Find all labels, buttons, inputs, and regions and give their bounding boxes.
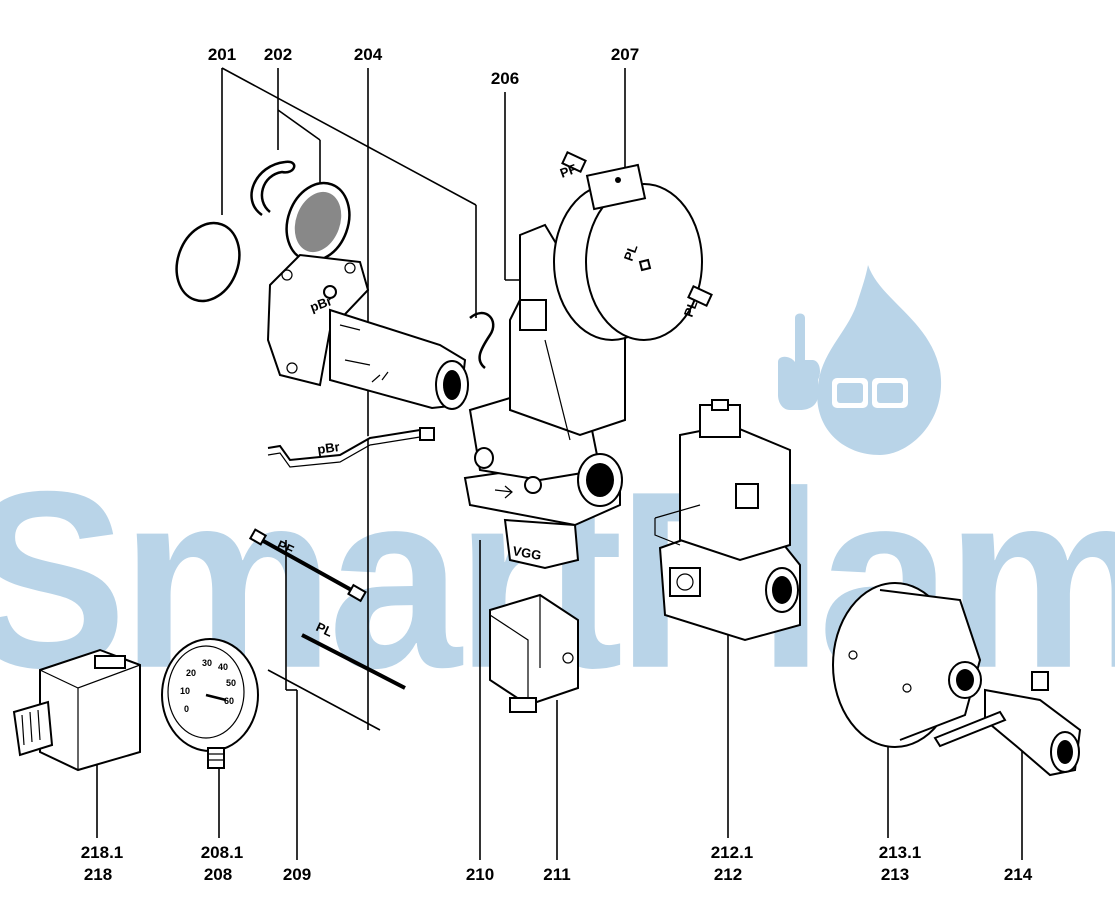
gasket-clip (469, 311, 495, 369)
nipple-pl: PL (681, 285, 713, 319)
watermark-glasses-icon (832, 378, 908, 408)
callout-204: 204 (354, 45, 383, 64)
callout-208: 208 (204, 865, 232, 884)
callout-206: 206 (491, 69, 519, 88)
callout-213: 213 (881, 865, 909, 884)
callout-212-1: 212.1 (711, 843, 754, 862)
plug-connector-218 (12, 648, 141, 772)
callout-212: 212 (714, 865, 742, 884)
nipple-pf: PF (558, 151, 587, 181)
solenoid-valve-212 (654, 399, 801, 642)
callout-211: 211 (543, 865, 570, 884)
pf-tube: PF (248, 528, 367, 603)
svg-text:60: 60 (224, 696, 234, 706)
callout-201: 201 (208, 45, 236, 64)
actuator-213 (832, 582, 982, 748)
callout-numbers: 201 202 204 206 207 218.1 218 208.1 208 … (81, 45, 1033, 884)
callout-207: 207 (611, 45, 639, 64)
callout-202: 202 (264, 45, 292, 64)
pbr-tube: pBr (267, 427, 435, 468)
callout-218-1: 218.1 (81, 843, 124, 862)
pf-nipple-label: PF (558, 161, 579, 181)
flange-204: pBr (266, 253, 469, 410)
pf-tube-label: PF (275, 537, 296, 558)
pl-cover-label: PL (621, 242, 641, 263)
pl-nipple-label: PL (681, 298, 701, 319)
svg-text:20: 20 (186, 668, 196, 678)
vgg-label: VGG (511, 543, 542, 563)
ball-valve-214 (933, 671, 1082, 777)
svg-text:10: 10 (180, 686, 190, 696)
callout-208-1: 208.1 (201, 843, 244, 862)
callout-210: 210 (466, 865, 494, 884)
svg-text:50: 50 (226, 678, 236, 688)
pl-tube: PL (301, 619, 406, 690)
filter-screen-202 (285, 181, 351, 263)
callout-214: 214 (1004, 865, 1033, 884)
svg-text:0: 0 (184, 704, 189, 714)
pressure-gauge-208: 0 10 20 30 40 50 60 (161, 638, 259, 769)
pbr-tube-label: pBr (316, 439, 340, 457)
callout-218: 218 (84, 865, 112, 884)
watermark-hand-icon (778, 313, 820, 410)
regulator-cover-207: PL (553, 163, 703, 341)
o-ring-201 (175, 221, 241, 303)
callout-209: 209 (283, 865, 311, 884)
watermark-flame-icon (817, 265, 942, 455)
callout-213-1: 213.1 (879, 843, 922, 862)
gauge-scale: 0 10 20 30 40 50 60 (180, 658, 236, 714)
svg-text:40: 40 (218, 662, 228, 672)
control-box-211 (489, 593, 579, 713)
svg-text:30: 30 (202, 658, 212, 668)
pl-tube-label: PL (314, 619, 335, 640)
regulator-housing-206 (509, 223, 626, 441)
circlip-202 (250, 160, 296, 217)
